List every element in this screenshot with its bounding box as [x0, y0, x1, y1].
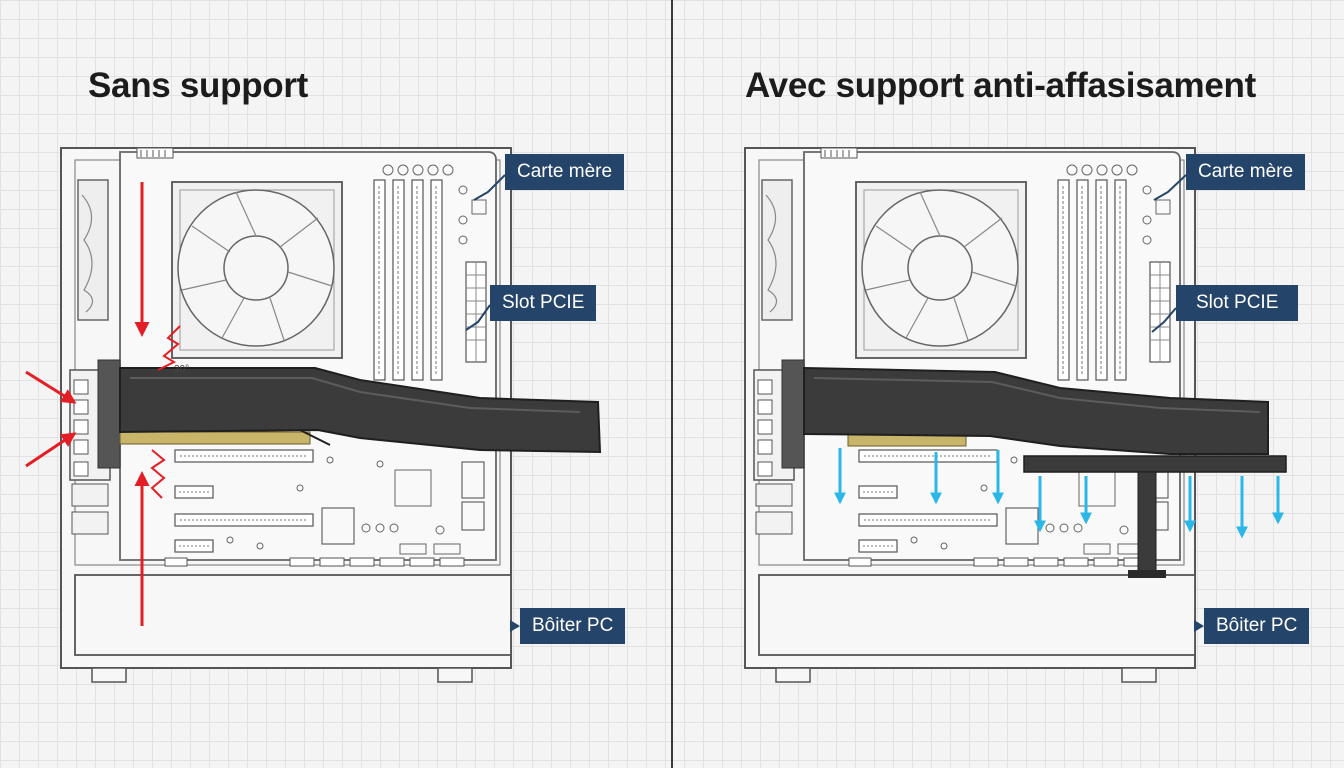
left-label-pcie-slot: Slot PCIE — [490, 285, 597, 321]
right-pcie-leader — [1151, 307, 1177, 333]
right-label-pcie-slot: Slot PCIE — [1176, 285, 1299, 321]
left-label-case: Bôiter PC — [520, 608, 626, 644]
left-stress-arrows — [25, 182, 181, 626]
cooler-marking: 20° — [174, 364, 189, 375]
anti-sag-bracket — [1023, 455, 1287, 578]
right-case-pointer — [1194, 620, 1204, 632]
left-pcie-leader — [465, 304, 491, 331]
right-label-case: Bôiter PC — [1204, 608, 1310, 644]
left-label-motherboard: Carte mère — [505, 154, 625, 190]
right-panel-title: Avec support anti-affasisament — [745, 66, 1256, 105]
right-gpu — [781, 359, 1269, 469]
right-label-motherboard: Carte mère — [1186, 154, 1306, 190]
left-panel-title: Sans support — [88, 66, 309, 105]
panel-divider — [671, 0, 673, 768]
left-case-pointer — [510, 620, 520, 632]
right-support-arrows — [834, 448, 1284, 539]
right-mb-leader — [1153, 174, 1187, 201]
left-mb-leader — [473, 174, 506, 201]
left-gpu — [97, 359, 602, 469]
